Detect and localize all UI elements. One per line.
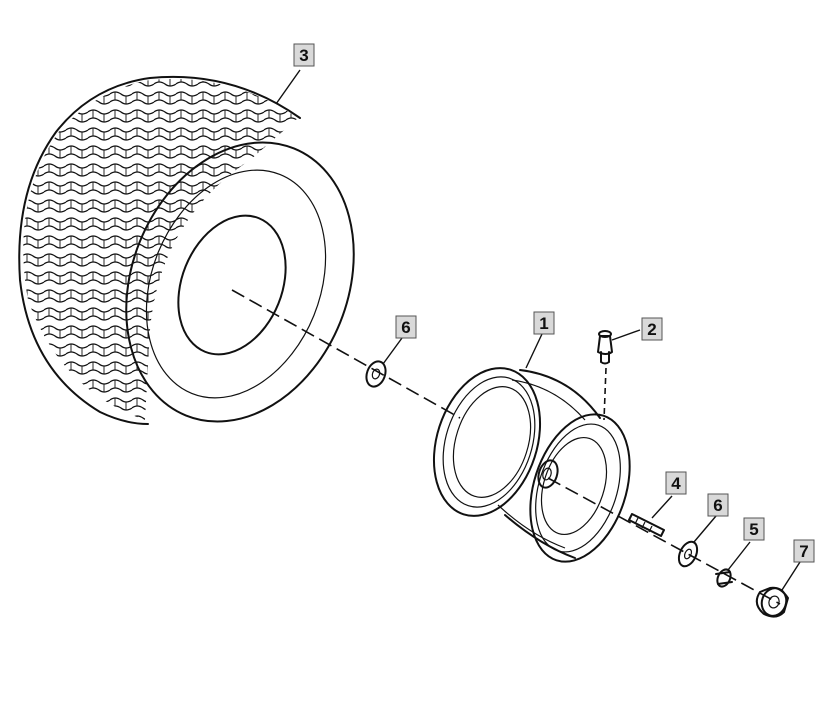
- callout-6-lower: 6: [707, 493, 729, 517]
- callout-7-label: 7: [799, 542, 808, 561]
- hub-cap: [755, 586, 789, 618]
- tire-sidewall: [125, 141, 355, 423]
- callout-6-upper-label: 6: [401, 318, 410, 337]
- callout-1-label: 1: [539, 314, 548, 333]
- callout-1: 1: [533, 311, 555, 335]
- tire-center-hole: [177, 214, 287, 356]
- washer-lower: [677, 540, 699, 568]
- pin: [628, 513, 665, 537]
- callout-4-label: 4: [671, 474, 681, 493]
- callout-2: 2: [641, 317, 663, 341]
- callout-6-upper: 6: [395, 315, 417, 339]
- callout-5: 5: [743, 517, 765, 541]
- tire-tread-pattern: [23, 78, 299, 420]
- callout-3-label: 3: [299, 46, 308, 65]
- axle-centerline: [231, 289, 461, 419]
- valve-stem: [597, 330, 613, 365]
- callout-7: 7: [793, 539, 815, 563]
- axle-centerline-rear: [547, 477, 781, 605]
- valve-guide-line: [603, 367, 607, 421]
- callout-5-label: 5: [749, 520, 758, 539]
- tire: [18, 75, 355, 425]
- callout-3: 3: [293, 43, 315, 67]
- callout-4: 4: [665, 471, 687, 495]
- leader-lines: [275, 69, 801, 591]
- tire-outer-outline: [18, 75, 301, 425]
- wheel-rim: [432, 367, 631, 563]
- callout-2-label: 2: [647, 320, 656, 339]
- callout-6-lower-label: 6: [713, 496, 722, 515]
- washer-upper: [365, 360, 387, 388]
- tire-sidewall-rim-ring: [145, 169, 327, 399]
